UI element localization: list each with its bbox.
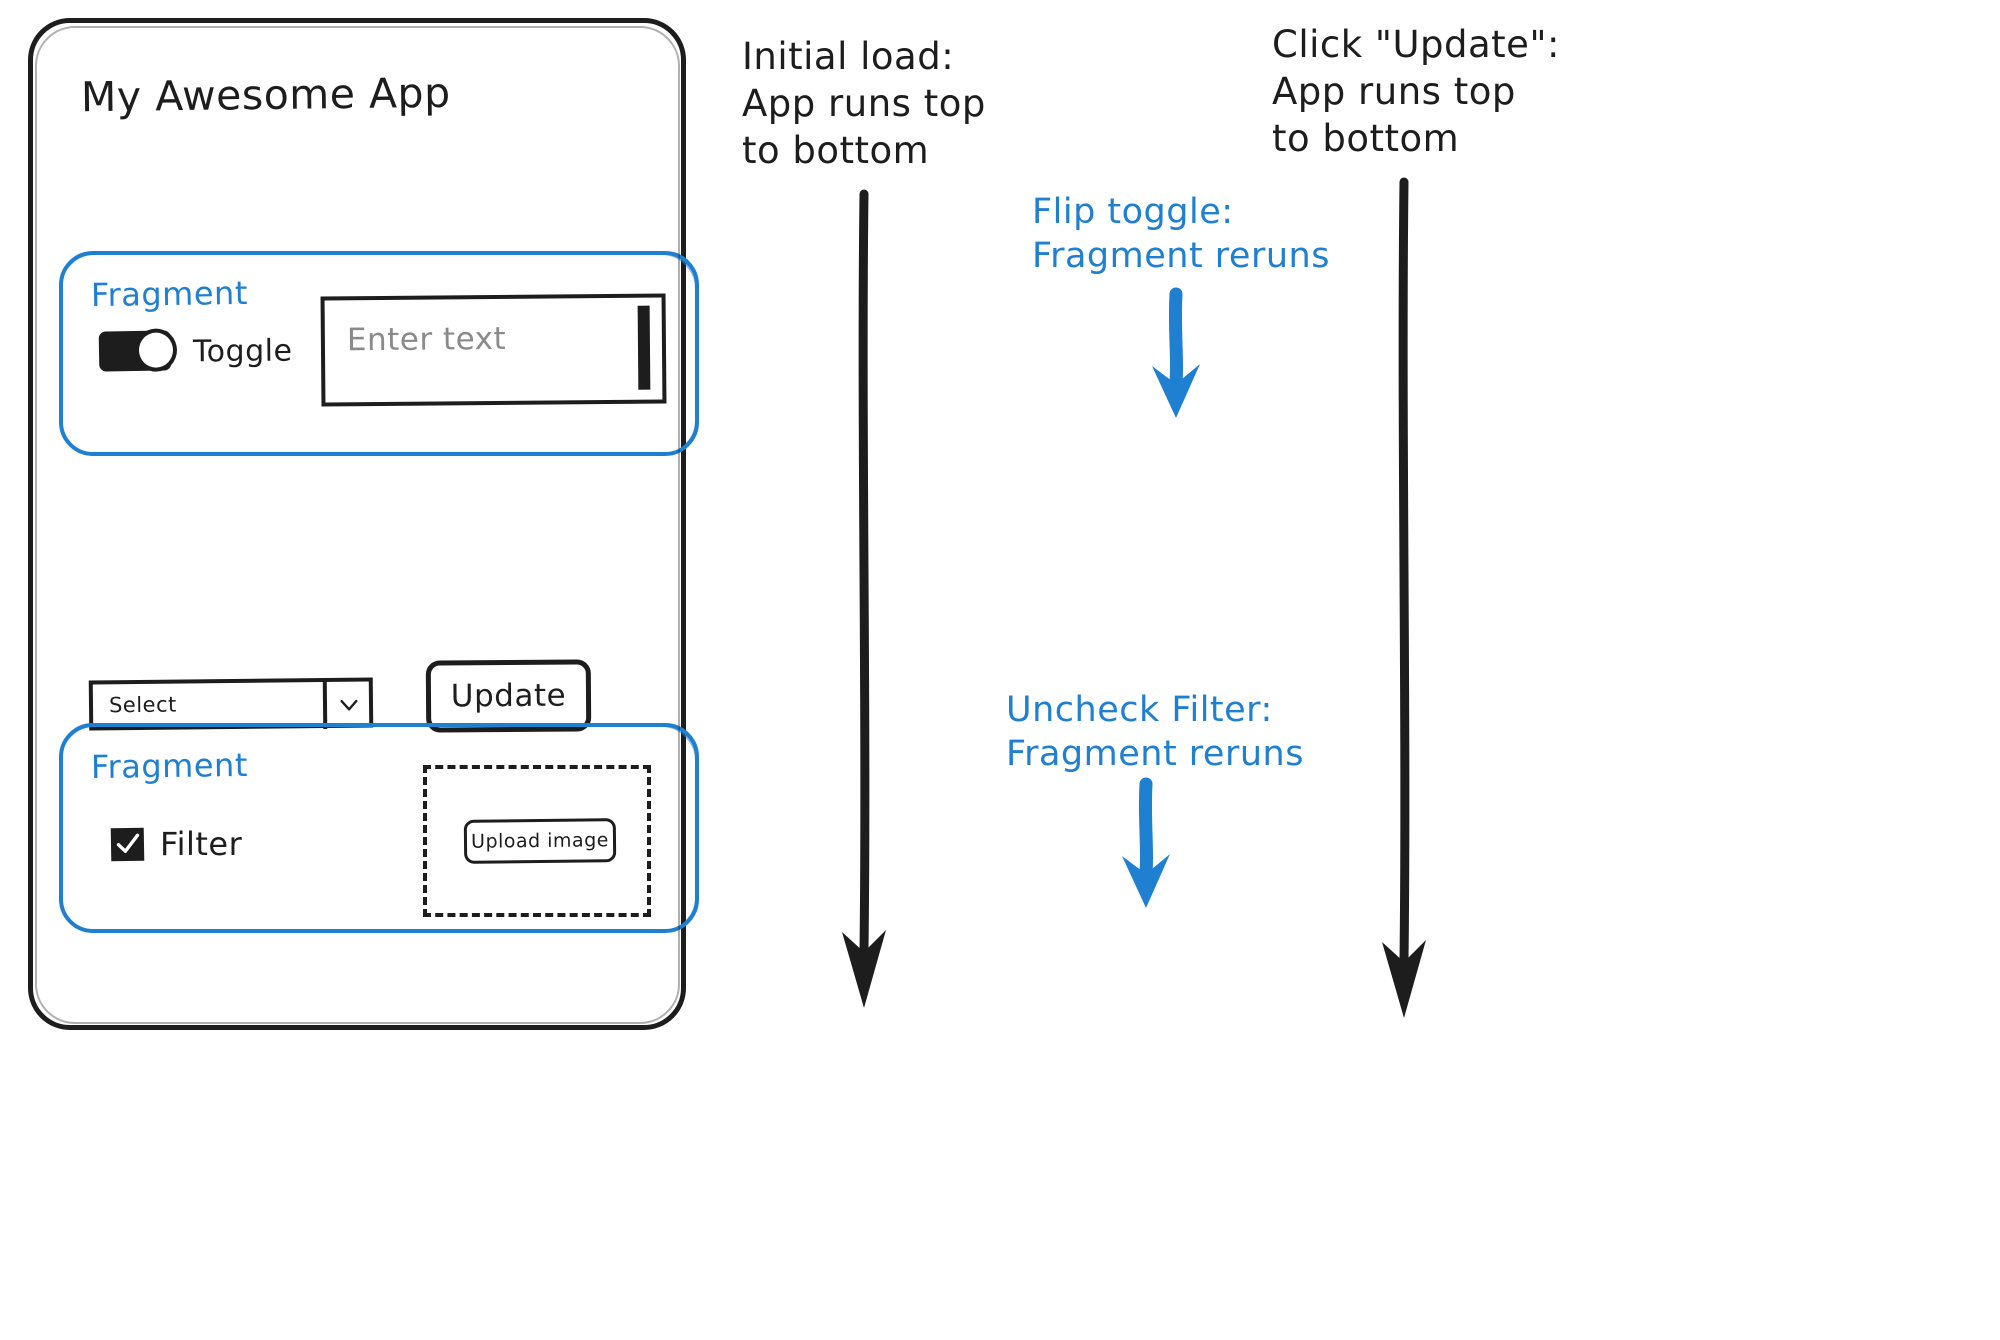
toggle-switch[interactable] xyxy=(98,328,178,372)
arrow-flip-toggle-icon xyxy=(1152,287,1200,418)
arrow-click-update-icon xyxy=(1382,177,1426,1018)
chevron-down-icon[interactable] xyxy=(322,679,371,730)
update-button-label: Update xyxy=(450,677,567,715)
select-dropdown[interactable]: Select xyxy=(88,677,374,731)
select-value: Select xyxy=(108,692,177,718)
fragment-label-bottom: Fragment xyxy=(90,745,249,787)
update-button[interactable]: Update xyxy=(425,659,592,733)
filter-checkbox-row: Filter xyxy=(110,825,243,863)
fragment-label-top: Fragment xyxy=(90,273,249,315)
fragment-container-top: Fragment Toggle Enter text xyxy=(59,251,699,456)
checkbox-checked-icon[interactable] xyxy=(110,827,145,861)
page-title: My Awesome App xyxy=(80,68,451,122)
text-input[interactable]: Enter text xyxy=(320,293,667,407)
app-window-frame: My Awesome App Fragment Toggle Enter tex… xyxy=(28,18,699,1030)
arrow-uncheck-filter-icon xyxy=(1122,777,1170,908)
file-uploader-dropzone[interactable]: Upload image xyxy=(423,765,651,917)
filter-label: Filter xyxy=(160,825,243,863)
annotation-initial-load: Initial load: App runs top to bottom xyxy=(742,35,986,172)
fragment-container-bottom: Fragment Filter Upload image xyxy=(59,723,699,933)
toggle-knob xyxy=(134,328,178,372)
text-input-placeholder: Enter text xyxy=(346,320,507,359)
annotation-flip-toggle: Flip toggle: Fragment reruns xyxy=(1032,192,1330,277)
annotation-click-update: Click "Update": App runs top to bottom xyxy=(1272,23,1560,160)
toggle-label: Toggle xyxy=(192,333,293,369)
text-cursor-icon xyxy=(637,305,651,390)
annotation-uncheck-filter: Uncheck Filter: Fragment reruns xyxy=(1006,690,1304,775)
toggle-row: Toggle xyxy=(98,328,293,372)
arrow-initial-load-icon xyxy=(842,189,886,1008)
upload-image-button-label: Upload image xyxy=(470,829,610,853)
upload-image-button[interactable]: Upload image xyxy=(463,818,617,864)
